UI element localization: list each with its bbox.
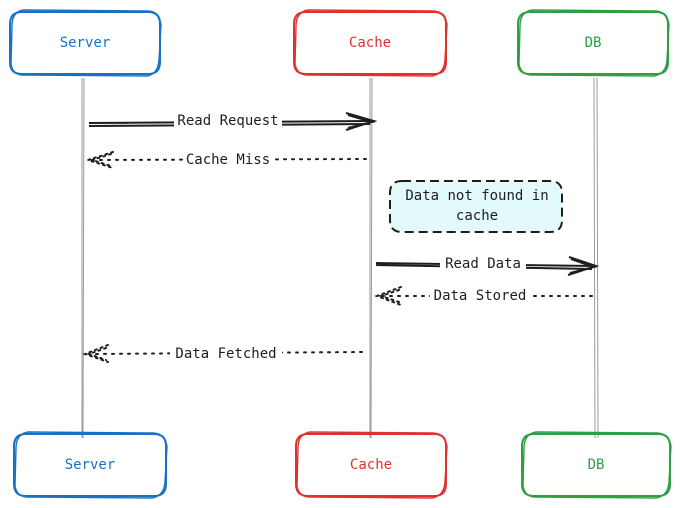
message-label-bg [430, 285, 530, 305]
note-line-1: Data not found in [405, 188, 548, 204]
participant-server-top[interactable]: Server [9, 9, 162, 77]
note-box [389, 180, 563, 233]
message-cache-miss[interactable]: Cache Miss [84, 149, 367, 169]
participant-label: Server [60, 35, 111, 51]
arrowhead-icon [84, 151, 114, 169]
message-label: Cache Miss [186, 152, 270, 168]
message-data-stored[interactable]: Data Stored [374, 285, 593, 306]
arrowhead-icon [567, 256, 600, 276]
participant-label: Cache [349, 35, 391, 51]
message-data-fetched[interactable]: Data Fetched [82, 343, 363, 363]
participant-server-bottom[interactable]: Server [13, 431, 168, 499]
message-read-request[interactable]: Read Request [88, 110, 378, 131]
participant-box-sketch [294, 9, 448, 77]
participant-box-sketch [522, 431, 672, 499]
participant-label: DB [588, 457, 605, 473]
participant-label: Server [65, 457, 116, 473]
message-label-bg [174, 110, 282, 130]
participant-cache-bottom[interactable]: Cache [295, 431, 448, 499]
participant-box-sketch [10, 9, 162, 77]
lifeline-db [593, 77, 599, 439]
arrowhead-icon [82, 344, 109, 363]
arrowhead-icon [345, 112, 378, 131]
message-label: Read Data [445, 256, 521, 272]
lifeline-cache [369, 77, 373, 439]
message-read-data[interactable]: Read Data [375, 254, 600, 276]
lifeline-server [81, 77, 85, 439]
lifelines [81, 77, 599, 439]
participant-cache-top[interactable]: Cache [293, 9, 448, 77]
note-line-2: cache [456, 208, 498, 224]
message-label-bg [440, 254, 526, 274]
message-label: Data Stored [434, 288, 527, 304]
participant-box-sketch [296, 431, 448, 499]
arrowhead-icon [374, 286, 402, 306]
participant-db-top[interactable]: DB [517, 9, 670, 77]
participant-db-bottom[interactable]: DB [521, 431, 672, 499]
message-label: Data Fetched [175, 346, 276, 362]
participant-box-sketch [14, 431, 168, 499]
participant-label: DB [585, 35, 602, 51]
message-label-bg [170, 343, 282, 363]
message-label-bg [184, 149, 272, 169]
note-data-not-found[interactable]: Data not found in cache [389, 180, 563, 233]
participant-label: Cache [350, 457, 392, 473]
message-label: Read Request [177, 113, 278, 129]
participant-box-sketch [518, 9, 670, 77]
